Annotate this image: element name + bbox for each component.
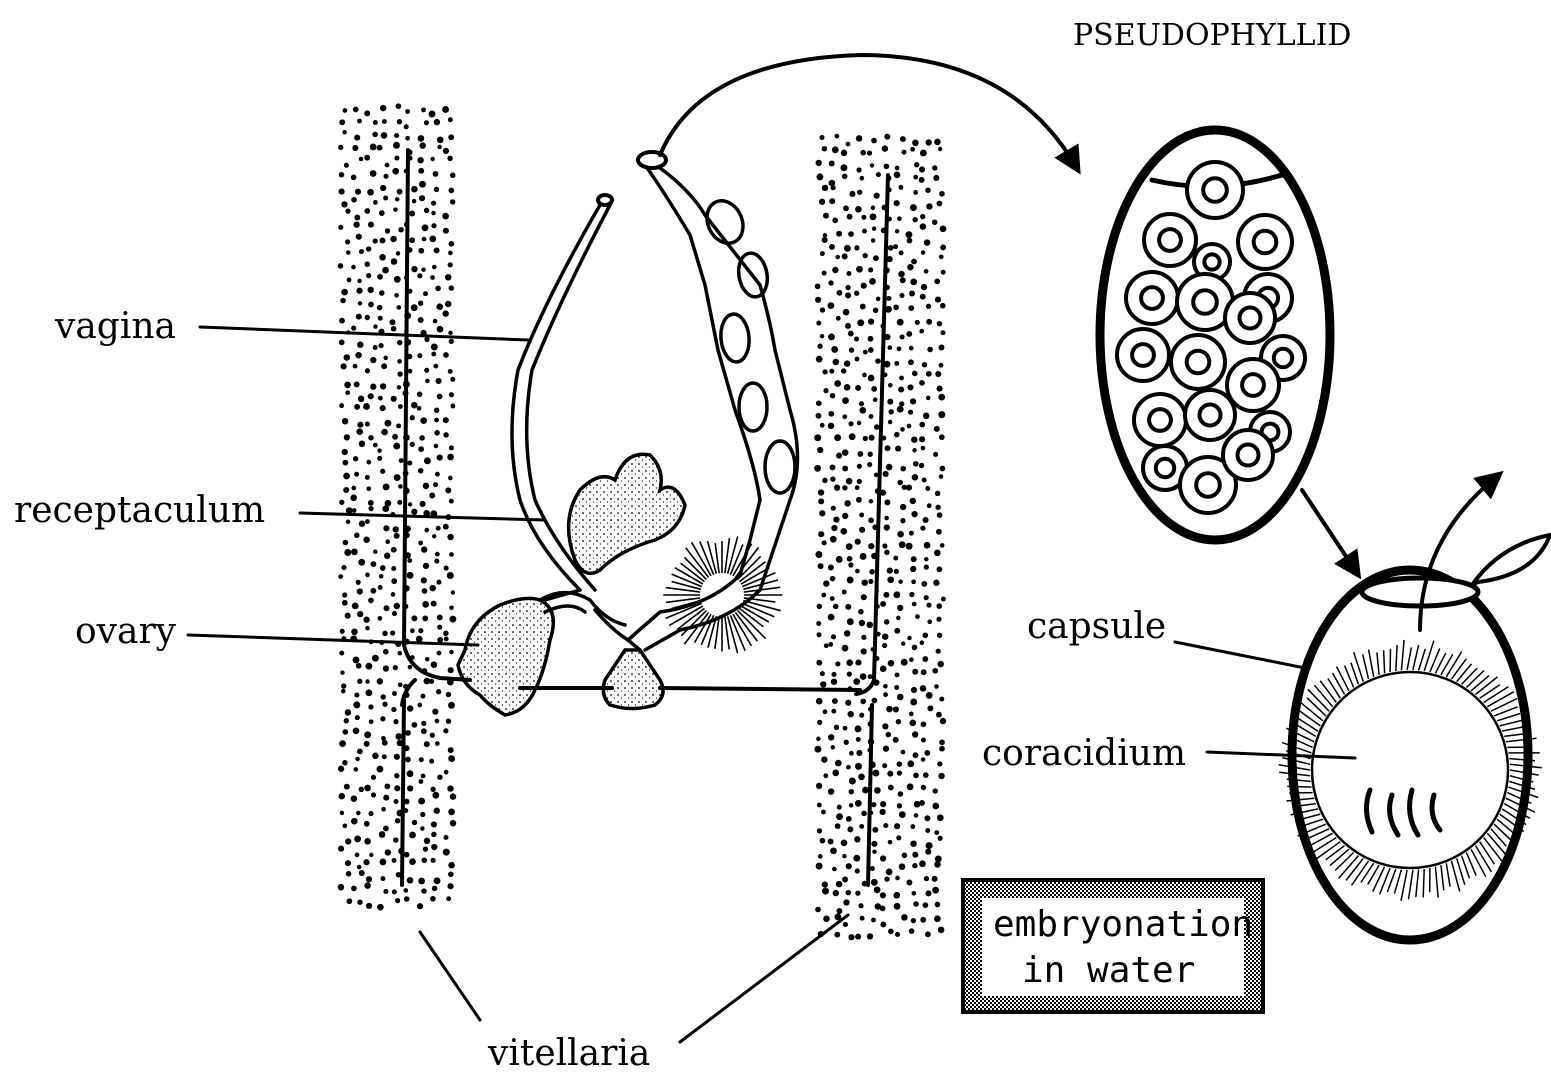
- embryonation-line1: embryonation: [993, 904, 1253, 945]
- diagram-title: PSEUDOPHYLLID: [1073, 18, 1351, 53]
- label-vagina: vagina: [54, 306, 176, 347]
- label-ovary: ovary: [75, 611, 177, 652]
- operculum-lid: [1472, 535, 1550, 585]
- embryonation-box: embryonation in water: [963, 880, 1263, 1012]
- ovary-body: [458, 598, 553, 715]
- operculated-egg: [1100, 130, 1330, 540]
- uterus: [628, 152, 798, 650]
- label-capsule: capsule: [1027, 606, 1166, 647]
- label-vitellaria: vitellaria: [487, 1033, 650, 1074]
- embryonated-egg: [1279, 478, 1551, 940]
- coracidium-body: [1312, 672, 1508, 868]
- label-coracidium: coracidium: [982, 733, 1186, 774]
- embryonation-line2: in water: [1022, 950, 1195, 991]
- vitellaria-right-column: [814, 134, 946, 941]
- ootype: [603, 650, 663, 709]
- vitellaria-left-column: [338, 103, 457, 910]
- receptaculum-sac: [569, 454, 685, 573]
- embryonation-arrow: [1302, 490, 1355, 570]
- transfer-arrow: [660, 55, 1075, 165]
- mehlis-gland: [663, 536, 782, 653]
- label-receptaculum: receptaculum: [14, 490, 265, 531]
